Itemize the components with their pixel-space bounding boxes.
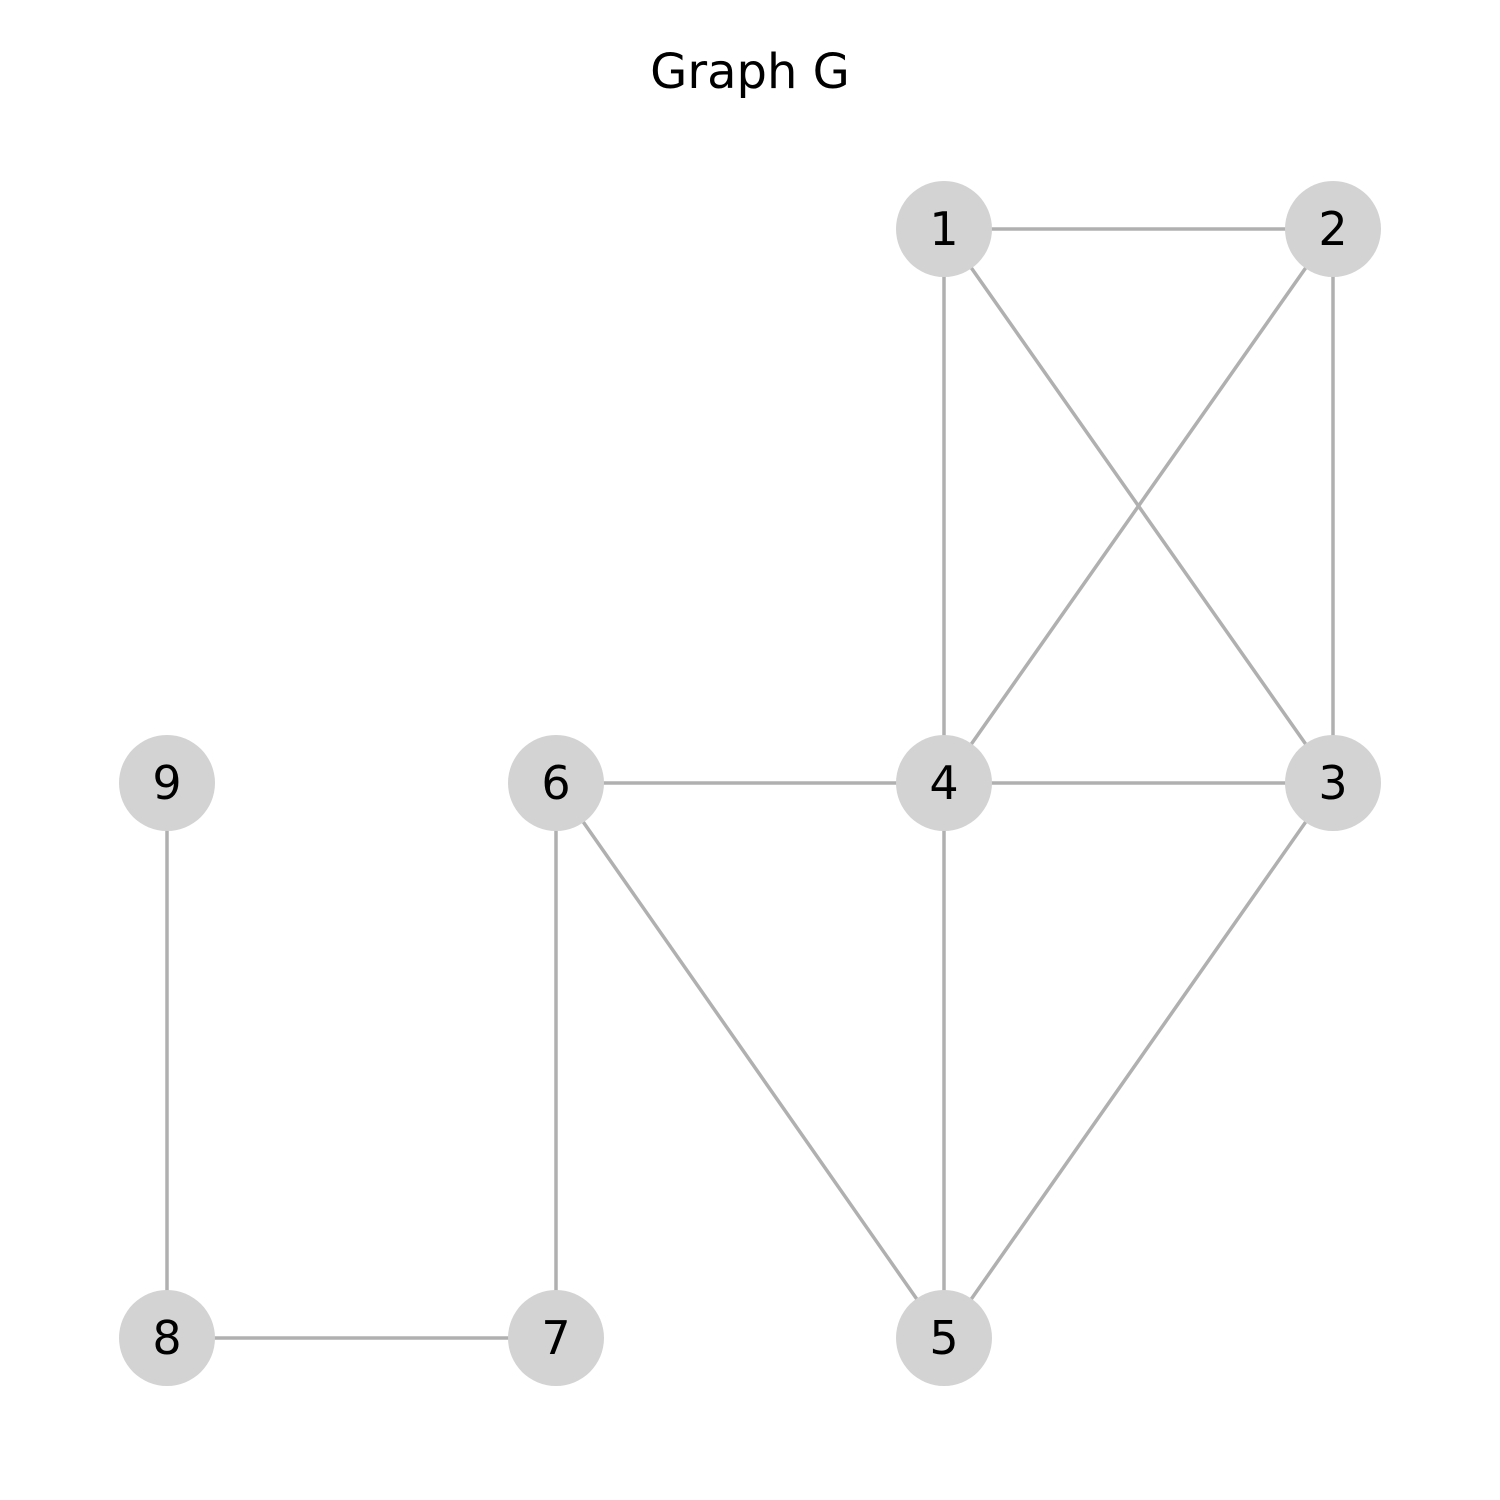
node-9: 9	[119, 735, 215, 831]
node-circle	[508, 735, 604, 831]
node-label: 7	[541, 1311, 570, 1365]
edges-layer	[165, 227, 1335, 1340]
node-circle	[508, 1290, 604, 1386]
node-6: 6	[508, 735, 604, 831]
node-circle	[1285, 735, 1381, 831]
node-2: 2	[1285, 181, 1381, 277]
node-label: 5	[929, 1311, 958, 1365]
node-4: 4	[896, 735, 992, 831]
node-label: 9	[152, 756, 181, 810]
node-1: 1	[896, 181, 992, 277]
edge-3-5	[942, 781, 1335, 1340]
node-8: 8	[119, 1290, 215, 1386]
node-label: 6	[541, 756, 570, 810]
diagram-title: Graph G	[650, 44, 850, 100]
node-7: 7	[508, 1290, 604, 1386]
node-5: 5	[896, 1290, 992, 1386]
node-label: 4	[929, 756, 958, 810]
node-label: 8	[152, 1311, 181, 1365]
node-circle	[896, 181, 992, 277]
node-circle	[896, 735, 992, 831]
node-label: 2	[1318, 202, 1347, 256]
node-circle	[119, 1290, 215, 1386]
edge-2-4	[942, 227, 1335, 785]
node-3: 3	[1285, 735, 1381, 831]
node-label: 1	[929, 202, 958, 256]
node-circle	[119, 735, 215, 831]
edge-6-5	[554, 781, 946, 1340]
node-circle	[896, 1290, 992, 1386]
node-circle	[1285, 181, 1381, 277]
nodes-layer: 1 2 3 4 5 6 7 8 9	[119, 181, 1381, 1386]
node-label: 3	[1318, 756, 1347, 810]
